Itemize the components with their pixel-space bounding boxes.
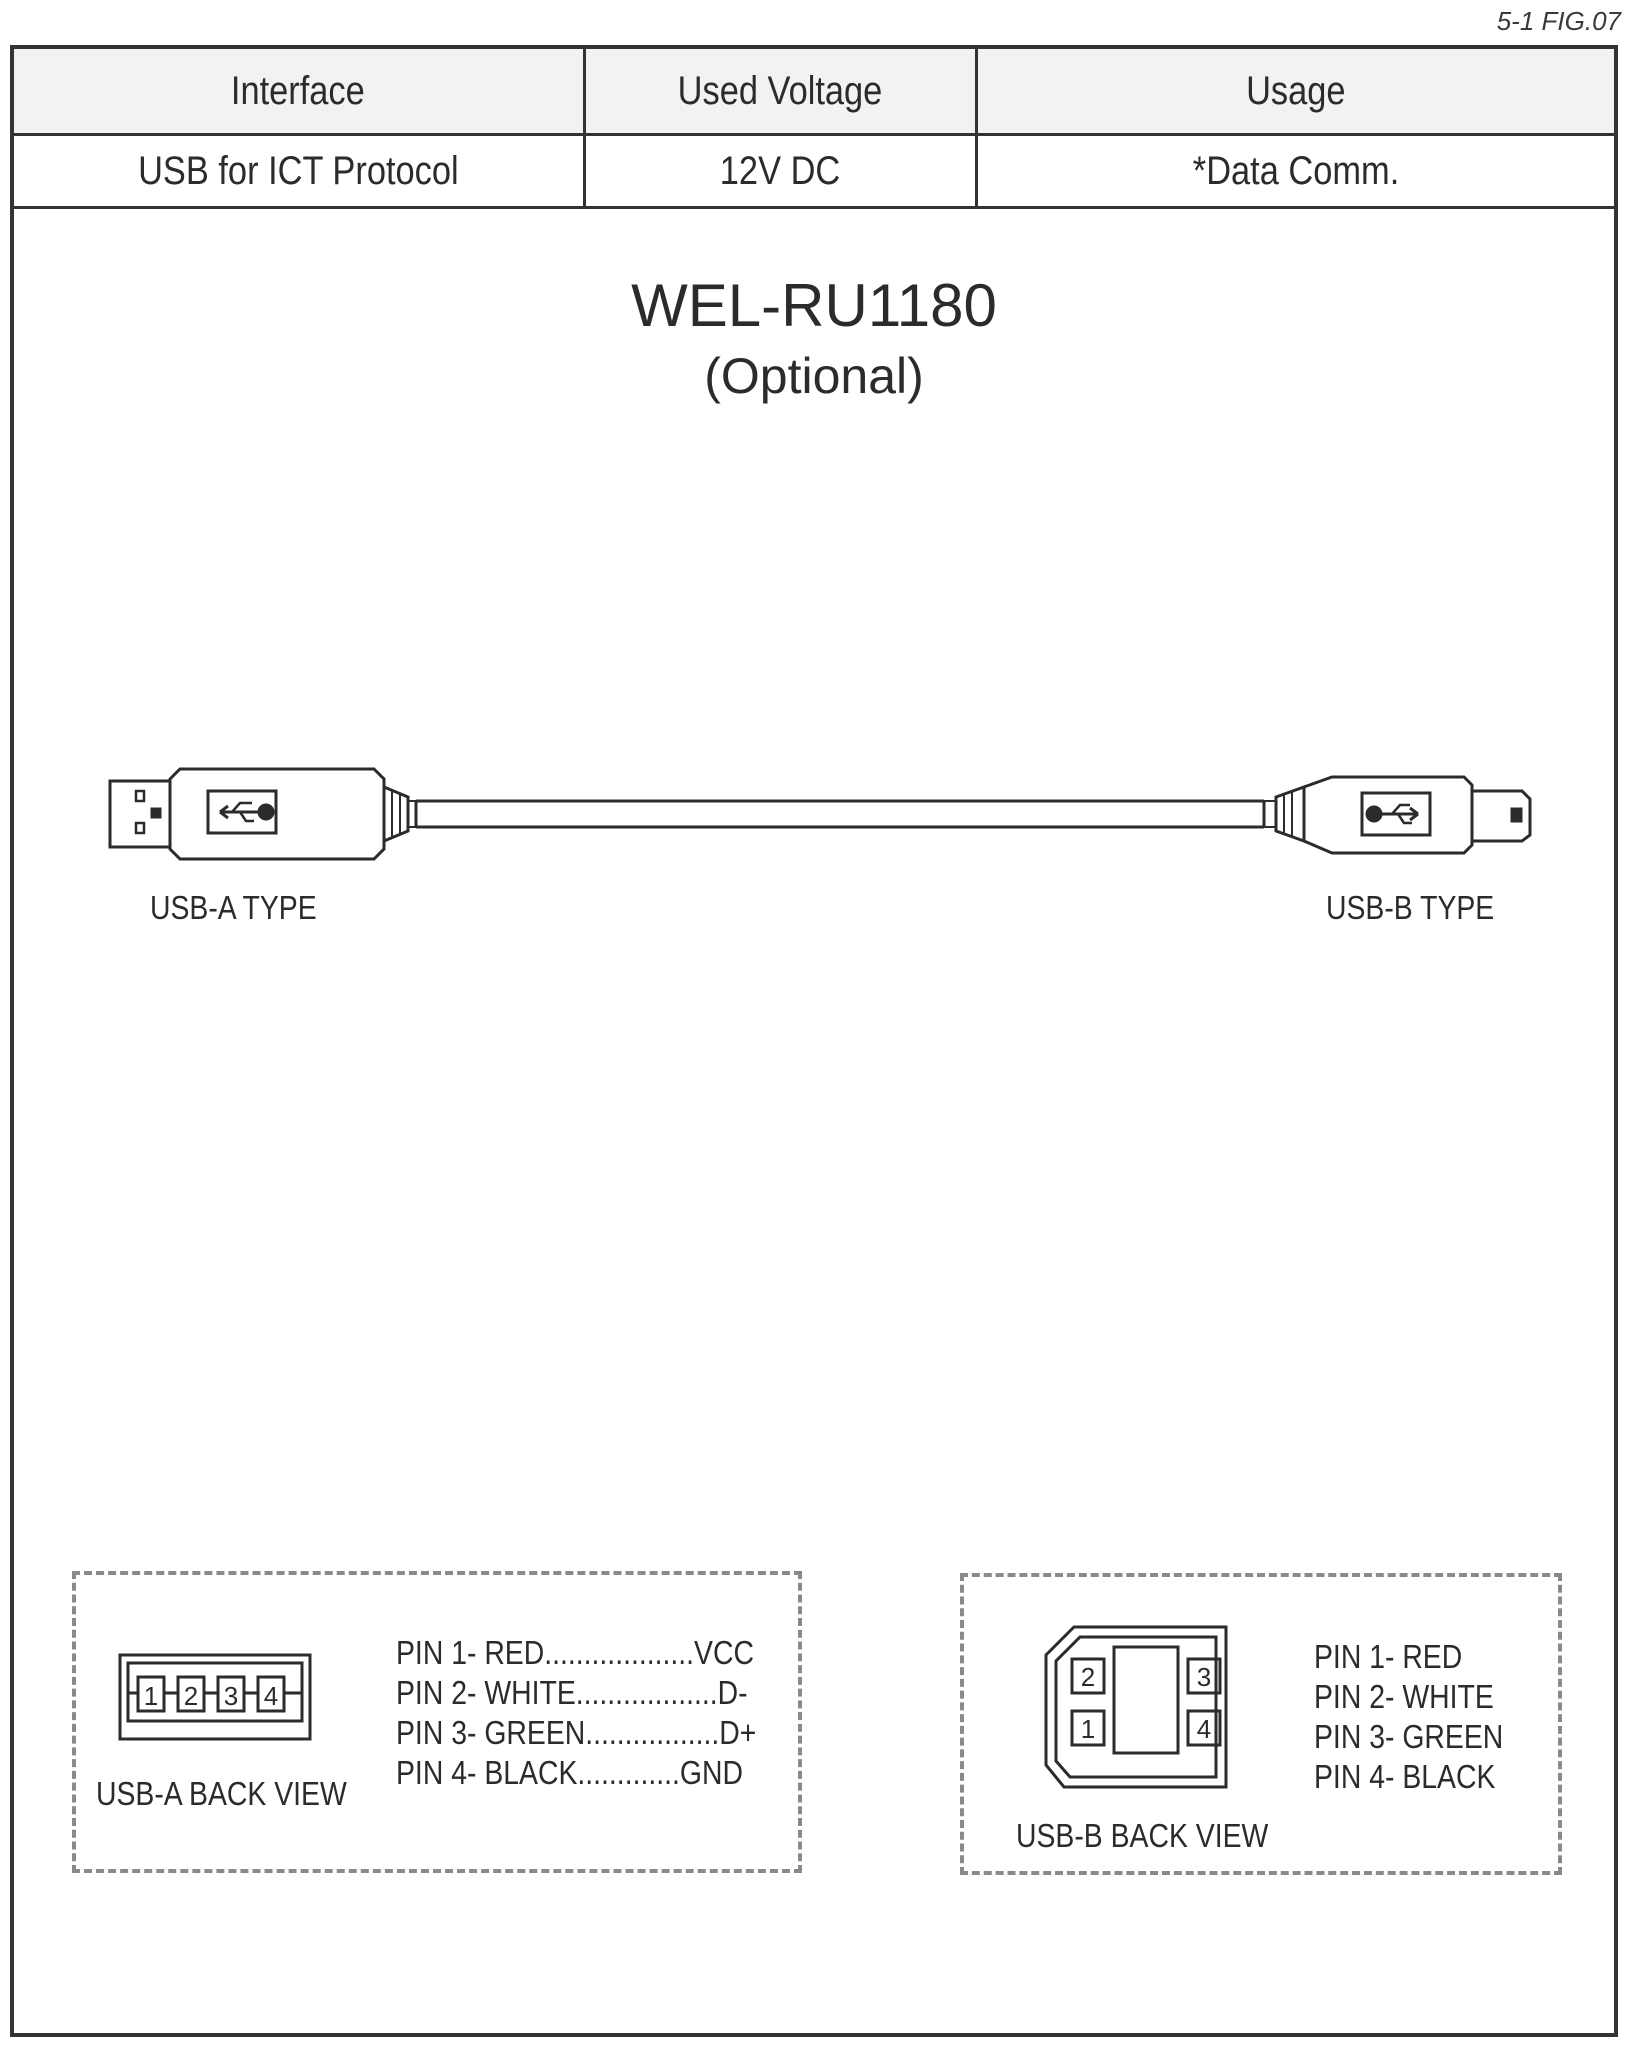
usb-a-plug-icon [108,767,416,861]
header-used-voltage: Used Voltage [582,49,978,136]
usb-b-pin-number: 4 [1197,1714,1211,1744]
figure-frame: Interface Used Voltage Usage USB for ICT… [10,45,1618,2037]
usb-a-pin-1: PIN 1- RED...................VCC [396,1634,754,1671]
usb-b-connector-icon: 2 3 1 4 [1044,1625,1228,1789]
spec-table: Interface Used Voltage Usage USB for ICT… [14,49,1614,209]
cell-used-voltage: 12V DC [582,133,978,209]
usb-b-pin-number: 3 [1197,1662,1211,1692]
usb-a-pin-number: 4 [264,1681,278,1711]
usb-b-pin-2: PIN 2- WHITE [1314,1678,1494,1715]
usb-b-plug-icon [1264,775,1532,855]
usb-b-pin-number: 2 [1081,1662,1095,1692]
model-subtitle: (Optional) [704,348,924,404]
spec-table-header-row: Interface Used Voltage Usage [14,49,1614,136]
header-usage: Usage [974,49,1614,136]
header-interface: Interface [14,49,586,136]
usb-a-pin-2: PIN 2- WHITE..................D- [396,1674,748,1711]
usb-b-back-view-caption: USB-B BACK VIEW [1016,1817,1269,1854]
model-title: WEL-RU1180 [631,272,997,339]
figure-label: 5-1 FIG.07 [1496,6,1621,36]
usb-a-pin-number: 2 [184,1681,198,1711]
usb-a-back-view-caption: USB-A BACK VIEW [96,1775,347,1812]
cable-line [414,799,1266,829]
usb-a-pin-number: 1 [144,1681,158,1711]
usb-b-type-label: USB-B TYPE [1326,889,1495,926]
usb-b-pin-3: PIN 3- GREEN [1314,1718,1504,1755]
usb-b-pin-1: PIN 1- RED [1314,1638,1463,1675]
usb-b-pin-number: 1 [1081,1714,1095,1744]
usb-cable-drawing [108,767,1532,861]
cell-usage: *Data Comm. [974,133,1614,209]
usb-a-pin-number: 3 [224,1681,238,1711]
usb-a-pin-4: PIN 4- BLACK.............GND [396,1754,743,1791]
usb-b-back-view-box: 2 3 1 4 USB-B BACK VIEW PIN 1- RED PIN 2… [960,1573,1562,1875]
usb-a-connector-icon: 1 2 3 4 [118,1653,312,1741]
usb-b-pin-4: PIN 4- BLACK [1314,1758,1496,1795]
usb-a-pin-3: PIN 3- GREEN.................D+ [396,1714,757,1751]
cell-interface: USB for ICT Protocol [14,133,586,209]
usb-a-back-view-box: 1 2 3 4 USB-A BACK VIEW PIN 1- RED......… [72,1571,802,1873]
usb-a-type-label: USB-A TYPE [150,889,317,926]
spec-table-row: USB for ICT Protocol 12V DC *Data Comm. [14,133,1614,209]
